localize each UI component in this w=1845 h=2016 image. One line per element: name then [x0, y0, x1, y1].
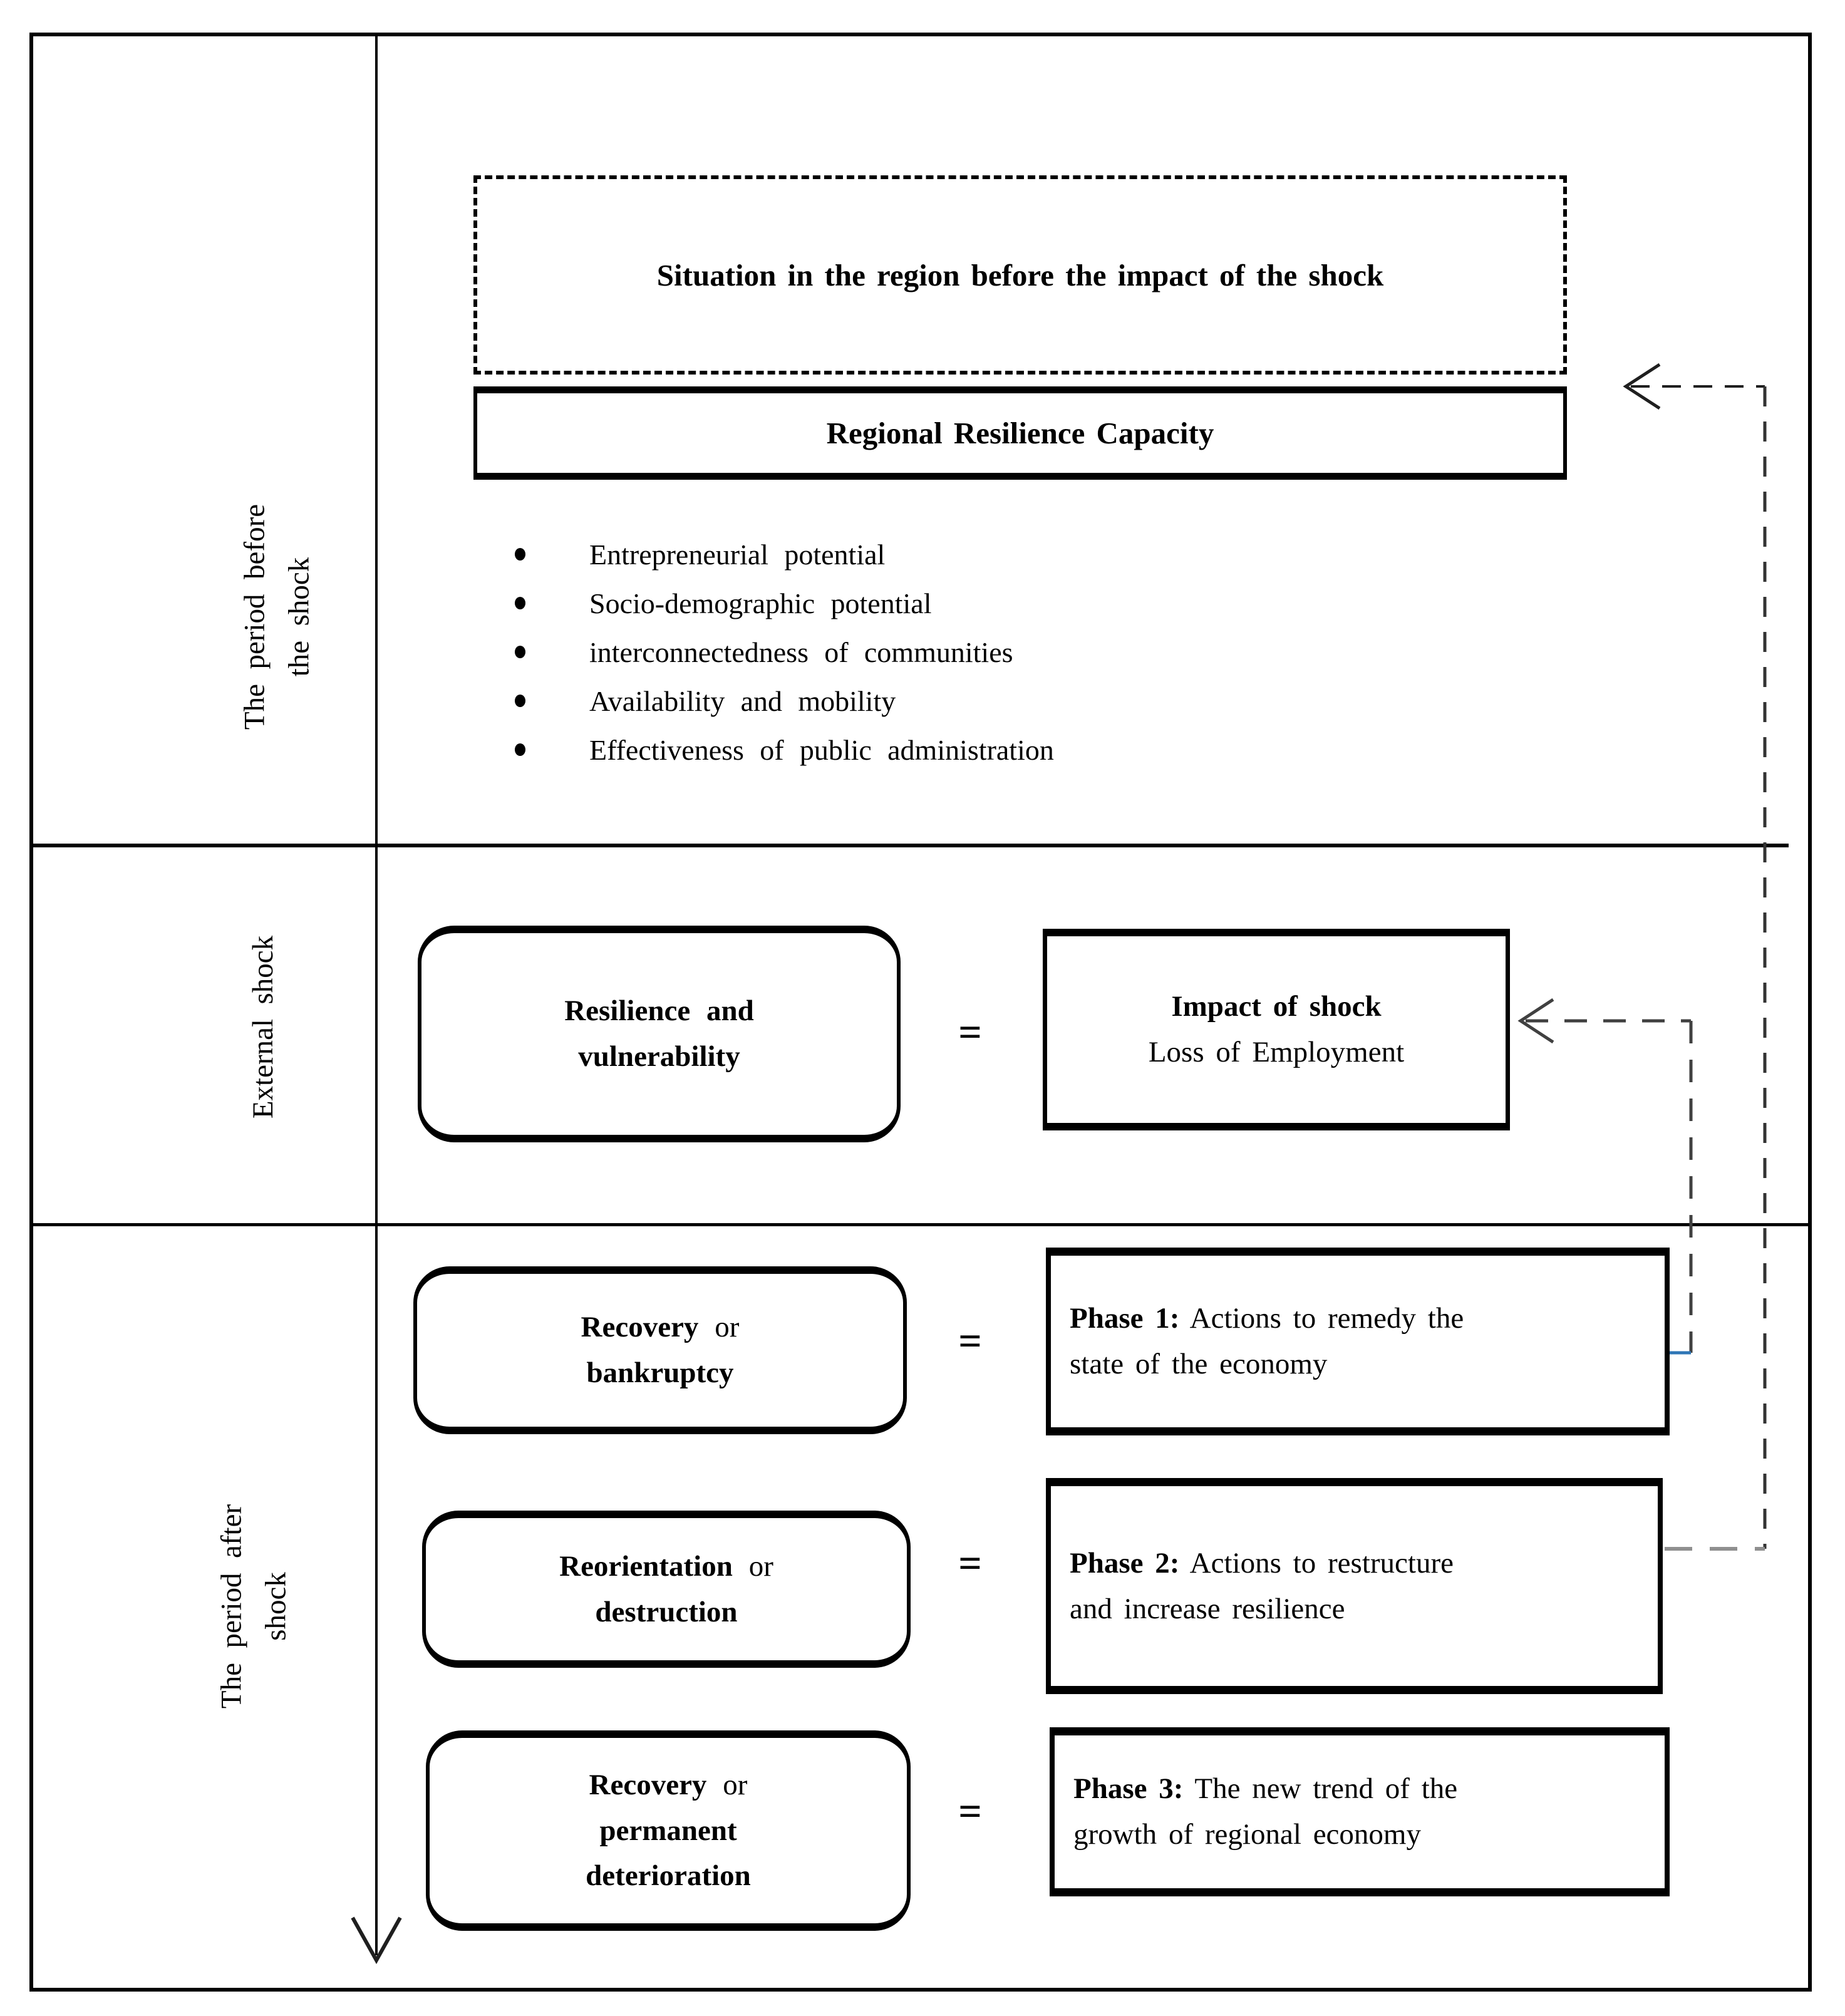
box-line: vulnerability: [578, 1034, 740, 1080]
list-item: Entrepreneurial potential: [515, 530, 1454, 579]
box-line: and increase resilience: [1070, 1586, 1651, 1632]
list-item: Availability and mobility: [515, 676, 1454, 725]
box-line-bold: deterioration: [586, 1859, 751, 1893]
box-line: Recovery or: [589, 1762, 748, 1808]
box-line-bold: Phase 3:: [1073, 1772, 1184, 1806]
box-line-rest: Actions to remedy the: [1179, 1302, 1464, 1335]
bullet-text: Availability and mobility: [589, 685, 896, 717]
band-label-period-after: The period after shock: [210, 1504, 298, 1708]
box-line-rest: and increase resilience: [1070, 1592, 1345, 1625]
bullet-text: interconnectedness of communities: [589, 636, 1013, 668]
box-line-bold: Recovery: [589, 1768, 707, 1801]
situation-before-shock-label: Situation in the region before the impac…: [656, 257, 1384, 292]
list-item: Effectiveness of public administration: [515, 725, 1454, 774]
box-line: Phase 3: The new trend of the: [1073, 1766, 1658, 1812]
regional-resilience-capacity-label: Regional Resilience Capacity: [826, 416, 1214, 450]
bullet-dot-icon: [515, 597, 525, 609]
box-line-rest: The new trend of the: [1183, 1772, 1458, 1806]
box-line: bankruptcy: [586, 1350, 733, 1396]
box-line-rest: or: [732, 1549, 773, 1583]
list-item: Socio-demographic potential: [515, 579, 1454, 628]
equals-sign: =: [958, 1318, 982, 1364]
band-label-period-before: The period before the shock: [233, 504, 321, 730]
box-line-bold: Resilience and: [564, 995, 754, 1028]
band-label-line: shock: [259, 1572, 292, 1641]
resilience-capacity-bullet-list: Entrepreneurial potential Socio-demograp…: [515, 530, 1454, 774]
box-line-bold: bankruptcy: [586, 1357, 734, 1389]
box-line-bold: Reorientation: [559, 1549, 733, 1583]
reorientation-destruction-box: Reorientation or destruction: [422, 1511, 911, 1668]
recovery-bankruptcy-box: Recovery or bankruptcy: [413, 1266, 907, 1434]
box-line: Phase 2: Actions to restructure: [1070, 1541, 1651, 1586]
band-divider-before-external: [29, 844, 1789, 847]
box-line: Resilience and: [564, 988, 754, 1034]
recovery-permanent-deterioration-box: Recovery or permanent deterioration: [426, 1730, 911, 1931]
band-label-external-shock: External shock: [241, 936, 286, 1119]
box-line-rest: state of the economy: [1070, 1348, 1328, 1380]
box-line-rest: or: [706, 1768, 748, 1801]
bullet-dot-icon: [515, 646, 525, 658]
bullet-text: Socio-demographic potential: [589, 587, 932, 619]
equals-sign: =: [958, 1010, 982, 1055]
bullet-text: Entrepreneurial potential: [589, 538, 886, 571]
box-line-rest: Actions to restructure: [1179, 1546, 1454, 1579]
band-label-line: the shock: [282, 557, 315, 677]
equals-sign: =: [958, 1541, 982, 1586]
box-line-bold: Recovery: [581, 1311, 699, 1344]
band-divider-external-after: [29, 1223, 1812, 1226]
bullet-dot-icon: [515, 548, 525, 561]
equals-sign: =: [958, 1789, 982, 1834]
box-line-rest: growth of regional economy: [1073, 1818, 1421, 1851]
phase-3-box: Phase 3: The new trend of the growth of …: [1050, 1727, 1670, 1896]
box-line: Phase 1: Actions to remedy the: [1070, 1296, 1658, 1341]
box-line-bold: Phase 1:: [1070, 1302, 1180, 1335]
box-line: destruction: [595, 1590, 737, 1635]
box-line: growth of regional economy: [1073, 1812, 1658, 1858]
box-line-bold: permanent: [599, 1814, 737, 1847]
regional-resilience-capacity-box: Regional Resilience Capacity: [473, 386, 1567, 480]
box-line-rest: or: [698, 1311, 740, 1344]
band-label-line: The period after: [215, 1504, 248, 1709]
box-line: state of the economy: [1070, 1341, 1658, 1387]
box-line: Impact of shock: [1171, 984, 1381, 1030]
diagram-outer-border: [29, 33, 1812, 1992]
band-label-line: The period before: [238, 504, 271, 730]
band-label-line: External shock: [246, 935, 279, 1119]
bullet-dot-icon: [515, 743, 525, 756]
bullet-dot-icon: [515, 695, 525, 707]
box-line-bold: vulnerability: [578, 1040, 740, 1073]
box-line: permanent: [599, 1808, 736, 1854]
situation-before-shock-box: Situation in the region before the impac…: [473, 175, 1567, 375]
resilience-vulnerability-box: Resilience and vulnerability: [418, 926, 901, 1142]
impact-of-shock-box: Impact of shock Loss of Employment: [1043, 929, 1510, 1130]
box-line: Reorientation or: [559, 1544, 773, 1590]
box-line-bold: destruction: [595, 1595, 738, 1628]
bullet-text: Effectiveness of public administration: [589, 733, 1054, 766]
box-line-rest: Loss of Employment: [1148, 1036, 1405, 1068]
list-item: interconnectedness of communities: [515, 628, 1454, 676]
box-line: deterioration: [586, 1853, 751, 1899]
box-line: Recovery or: [581, 1305, 740, 1350]
phase-1-box: Phase 1: Actions to remedy the state of …: [1046, 1248, 1670, 1435]
box-line-bold: Phase 2:: [1070, 1546, 1180, 1579]
box-line-bold: Impact of shock: [1171, 990, 1382, 1023]
box-line: Loss of Employment: [1149, 1030, 1404, 1075]
phase-2-box: Phase 2: Actions to restructure and incr…: [1046, 1478, 1663, 1694]
